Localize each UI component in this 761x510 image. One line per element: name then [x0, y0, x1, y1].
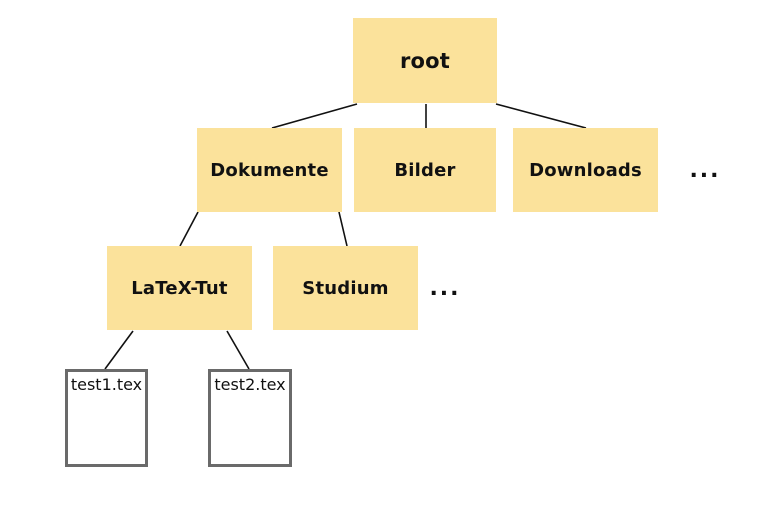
- node-file-test2-label: test2.tex: [214, 375, 286, 394]
- node-latex-tut-label: LaTeX-Tut: [131, 277, 228, 299]
- node-file-test1-label: test1.tex: [70, 375, 143, 394]
- edge-dokumente-studium: [338, 211, 348, 247]
- edge-root-downloads: [495, 103, 587, 129]
- ellipsis-dokumente-level: ...: [423, 246, 467, 330]
- node-downloads-label: Downloads: [529, 159, 642, 181]
- node-dokumente: Dokumente: [197, 128, 342, 212]
- edge-root-dokumente: [271, 103, 358, 129]
- ellipsis-root-level-label: ...: [689, 157, 721, 183]
- ellipsis-root-level: ...: [683, 128, 727, 212]
- node-bilder-label: Bilder: [394, 159, 456, 181]
- node-studium: Studium: [273, 246, 418, 330]
- node-bilder: Bilder: [354, 128, 496, 212]
- node-root: root: [353, 18, 497, 103]
- edge-latex-tut-test2: [226, 330, 250, 370]
- edge-dokumente-latex-tut: [179, 211, 199, 247]
- node-studium-label: Studium: [302, 277, 389, 299]
- node-latex-tut: LaTeX-Tut: [107, 246, 252, 330]
- node-file-test2: test2.tex: [208, 369, 292, 467]
- ellipsis-dokumente-level-label: ...: [429, 275, 461, 301]
- node-root-label: root: [399, 48, 451, 73]
- node-file-test1: test1.tex: [65, 369, 148, 467]
- node-dokumente-label: Dokumente: [210, 159, 329, 181]
- edge-latex-tut-test1: [104, 330, 134, 370]
- node-downloads: Downloads: [513, 128, 658, 212]
